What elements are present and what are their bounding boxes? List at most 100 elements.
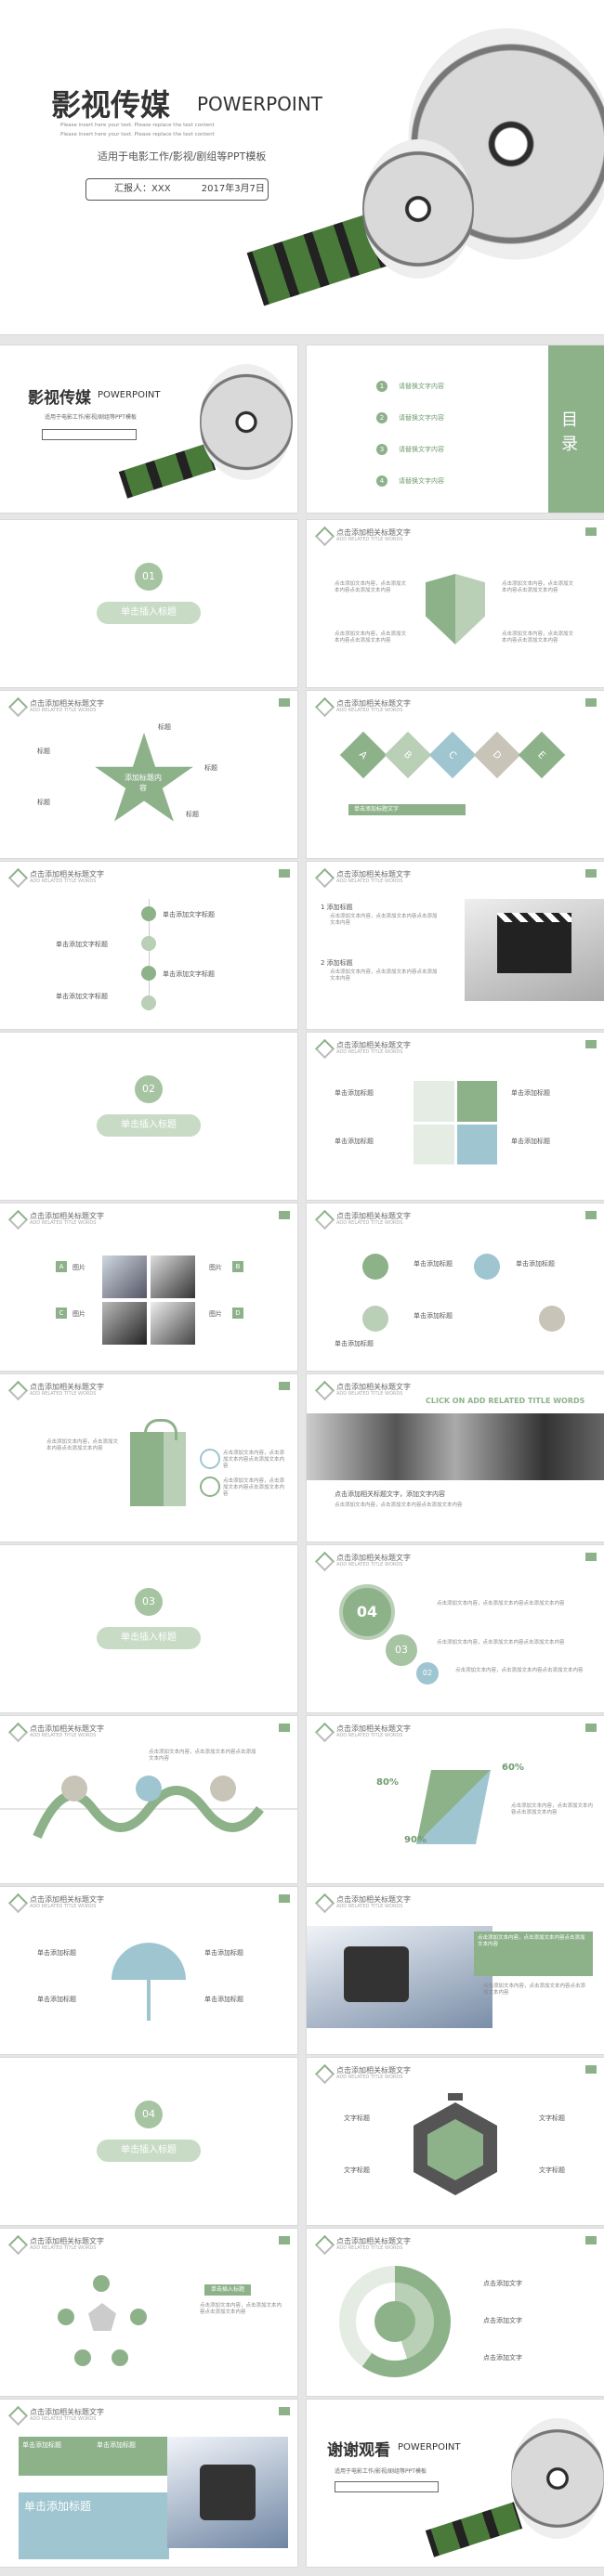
- section-title[interactable]: 单击插入标题: [97, 602, 201, 624]
- umbrella-label: 单击添加标题: [37, 1949, 76, 1957]
- corner-mark: [585, 1211, 597, 1219]
- photo-letter: A: [56, 1261, 67, 1272]
- donut-center: [374, 2301, 415, 2342]
- magnifier-icon: [200, 1477, 220, 1497]
- hex-label: 文字标题: [344, 2114, 370, 2122]
- camera-text-box: 点击添加文本内容，点击添加文本内容点击添加文本内容: [474, 1932, 593, 1976]
- section-title[interactable]: 单击插入标题: [97, 1114, 201, 1137]
- corner-mark: [279, 869, 290, 878]
- corner-mark: [585, 1553, 597, 1561]
- magnifier-icon: [200, 1449, 220, 1469]
- film-strip: [425, 2502, 523, 2557]
- section-title[interactable]: 单击插入标题: [97, 2140, 201, 2162]
- mini-cover-title-en: POWERPOINT: [98, 390, 161, 400]
- corner-mark: [279, 698, 290, 707]
- donut-label: 点击添加文字: [483, 2317, 522, 2324]
- corner-mark: [585, 2236, 597, 2244]
- pentagon-node: [58, 2309, 74, 2325]
- logo-icon: [316, 2236, 331, 2251]
- logo-icon: [9, 1382, 24, 1397]
- timeline-dot: [141, 995, 156, 1010]
- corner-mark: [279, 2236, 290, 2244]
- logo-icon: [9, 1211, 24, 1226]
- step-circle: 03: [386, 1634, 417, 1666]
- hexagon-inner: [427, 2119, 483, 2180]
- star-label: 标题: [186, 811, 199, 818]
- cover-info-box: 汇报人：XXX 2017年3月7日: [85, 178, 269, 201]
- section-slide-1: 01 单击插入标题: [0, 520, 297, 687]
- corner-mark: [585, 869, 597, 878]
- step-text: 点击添加文本内容，点击添加文本内容点击添加文本内容: [437, 1640, 565, 1646]
- header-title: 点击添加相关标题文字: [336, 1040, 411, 1049]
- header-title: 点击添加相关标题文字: [30, 1211, 104, 1220]
- corner-mark: [585, 698, 597, 707]
- section-number: 04: [135, 2101, 163, 2128]
- clapperboard-image: [465, 899, 604, 1001]
- header-title: 点击添加相关标题文字: [30, 2236, 104, 2245]
- logo-icon: [316, 1553, 331, 1568]
- ending-subtitle: 适用于电影工作/影视/剧组等PPT模板: [335, 2468, 427, 2475]
- star-label: 标题: [37, 748, 50, 755]
- mini-info-box: [42, 429, 137, 440]
- umbrella-handle: [147, 1980, 151, 2021]
- header-title: 点击添加相关标题文字: [336, 1382, 411, 1391]
- header-sub: ADD RELATED TITLE WORDS: [336, 1048, 403, 1055]
- camera-image: [307, 1926, 492, 2028]
- film-reel: [511, 2418, 604, 2539]
- toc-num: 2: [376, 412, 387, 423]
- mini-cover-subtitle: 适用于电影工作/影视/剧组等PPT模板: [45, 414, 137, 421]
- header-title: 点击添加相关标题文字: [336, 1724, 411, 1733]
- puzzle-grid: [414, 1081, 497, 1164]
- photo-grid: [102, 1255, 195, 1345]
- section-title[interactable]: 单击插入标题: [97, 1627, 201, 1649]
- photo-label: 图片: [209, 1264, 222, 1271]
- corner-mark: [279, 1724, 290, 1732]
- icon-label: 单击添加标题: [414, 1312, 453, 1320]
- letter-row: A B C D E: [339, 731, 566, 779]
- puzzle-label: 单击添加标题: [335, 1138, 374, 1145]
- letter-tile: D: [473, 731, 521, 779]
- logo-icon: [9, 2236, 24, 2251]
- logo-icon: [316, 2065, 331, 2080]
- cover-reporter: 汇报人：XXX: [114, 184, 171, 194]
- bag-text: 点击添加文本内容，点击添加文本内容点击添加文本内容: [223, 1451, 285, 1469]
- corner-mark: [585, 1040, 597, 1048]
- stopwatch-knob: [448, 2093, 463, 2101]
- donut-label: 点击添加文字: [483, 2280, 522, 2287]
- logo-icon: [9, 2407, 24, 2422]
- umbrella-icon: [112, 1943, 186, 1980]
- step-circle-large: 04: [339, 1584, 395, 1640]
- header-title: 点击添加相关标题文字: [336, 527, 411, 537]
- film-reel-small: [362, 139, 474, 279]
- logo-icon: [9, 1894, 24, 1909]
- puzzle-label: 单击添加标题: [335, 1089, 374, 1097]
- letters-caption-bar: 单击添加标题文字: [348, 804, 466, 815]
- percent-block: [416, 1770, 491, 1844]
- cover-desc-1: Please insert here your text. Please rep…: [60, 123, 215, 128]
- shield-text: 点击添加文本内容，点击添加文本内容点击添加文本内容: [502, 631, 574, 644]
- puzzle-label: 单击添加标题: [511, 1089, 550, 1097]
- timeline-dot: [141, 906, 156, 921]
- header-sub: ADD RELATED TITLE WORDS: [30, 2415, 97, 2422]
- donut-label: 点击添加文字: [483, 2354, 522, 2361]
- icon-circle: [474, 1254, 500, 1280]
- logo-icon: [316, 1724, 331, 1738]
- section-number: 03: [135, 1588, 163, 1616]
